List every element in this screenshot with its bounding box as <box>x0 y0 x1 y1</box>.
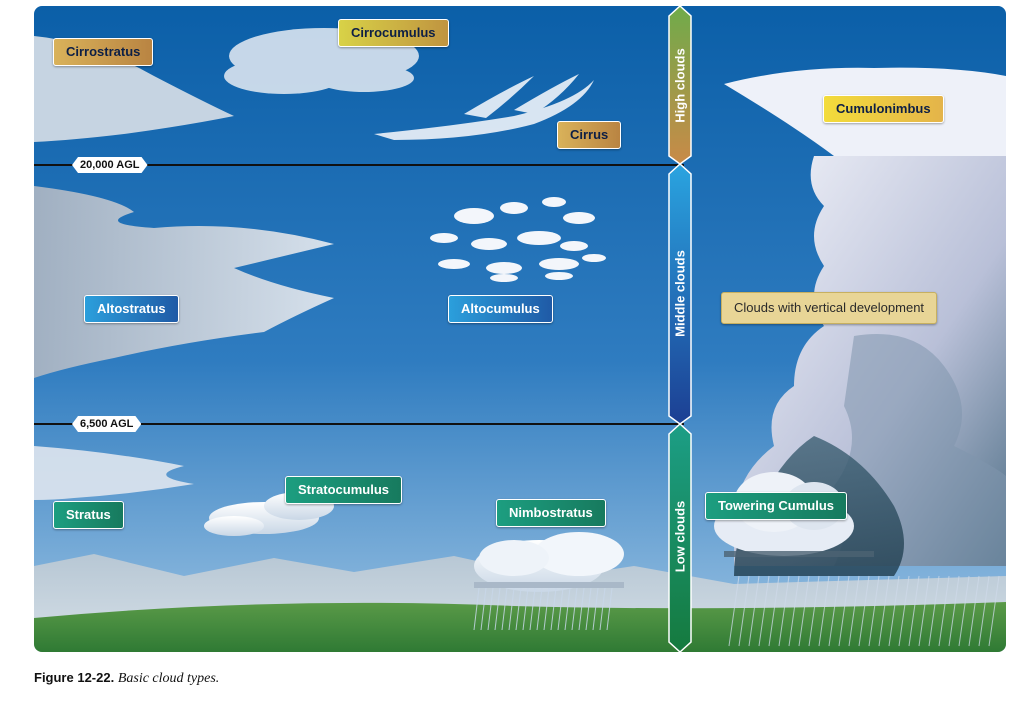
figure-caption: Figure 12-22. Basic cloud types. <box>34 670 219 687</box>
label-altostratus: Altostratus <box>84 295 179 323</box>
band-label-high: High clouds <box>672 48 688 123</box>
altostratus-cloud <box>34 186 334 378</box>
label-cirrostratus: Cirrostratus <box>53 38 154 66</box>
altitude-tag-20000: 20,000 AGL <box>72 157 148 173</box>
cumulonimbus-rain <box>728 575 1000 647</box>
figure-number: Figure 12-22. <box>34 670 115 685</box>
altocumulus-cloud <box>430 197 606 282</box>
band-middle <box>668 162 692 425</box>
band-low <box>668 422 692 652</box>
label-cumulonimbus: Cumulonimbus <box>823 95 944 123</box>
label-towering-cumulus: Towering Cumulus <box>705 492 848 520</box>
label-vertical-development: Clouds with vertical development <box>721 292 938 324</box>
band-label-middle: Middle clouds <box>672 250 688 337</box>
cloud-diagram: High clouds Middle clouds Low clouds 20,… <box>34 6 1006 652</box>
cirrus-cloud <box>374 74 594 140</box>
stratus-cloud <box>34 446 194 500</box>
nimbostratus-rain <box>473 587 613 631</box>
band-high <box>668 6 692 165</box>
label-cirrocumulus: Cirrocumulus <box>338 19 449 47</box>
stratocumulus-cloud <box>204 492 334 536</box>
band-label-low: Low clouds <box>672 500 688 573</box>
altitude-tag-6500: 6,500 AGL <box>72 416 141 432</box>
nimbostratus-cloud <box>474 532 624 592</box>
figure-caption-text: Basic cloud types. <box>117 671 220 686</box>
label-stratocumulus: Stratocumulus <box>285 476 403 504</box>
label-cirrus: Cirrus <box>557 121 622 149</box>
label-altocumulus: Altocumulus <box>448 295 553 323</box>
label-stratus: Stratus <box>53 501 124 529</box>
ground <box>34 602 1006 652</box>
label-nimbostratus: Nimbostratus <box>496 499 606 527</box>
